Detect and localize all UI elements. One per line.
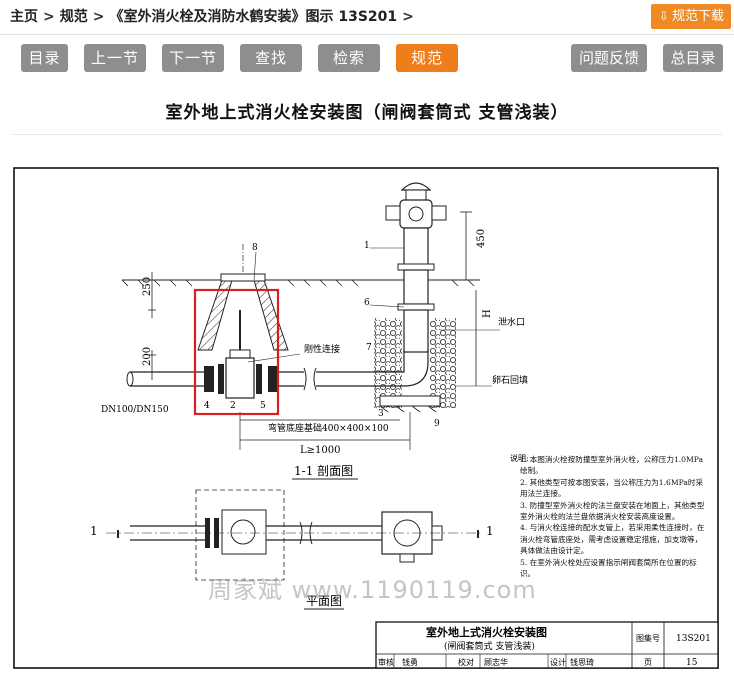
breadcrumb-book[interactable]: 《室外消火栓及消防水鹤安装》图示 13S201 xyxy=(109,9,398,25)
label-gravel: 卵石回填 xyxy=(492,374,528,386)
checker-name: 顾志华 xyxy=(484,657,508,667)
main-catalog-button[interactable]: 总目录 xyxy=(663,44,723,72)
main-pipe xyxy=(126,367,384,391)
breadcrumb-separator: > xyxy=(402,9,414,25)
cut-mark-left: 1 xyxy=(90,524,98,538)
title-divider xyxy=(12,134,722,135)
page-label: 页 xyxy=(644,658,652,667)
label-4: 4 xyxy=(204,401,210,411)
breadcrumb: 主页>规范>《室外消火栓及消防水鹤安装》图示 13S201> xyxy=(10,0,419,34)
watermark: 周家斌 www.1190119.com xyxy=(208,576,537,604)
label-drain: 泄水口 xyxy=(498,316,525,328)
standard-button[interactable]: 规范 xyxy=(396,44,458,72)
atlas-label: 图集号 xyxy=(636,633,660,643)
cut-mark-right: 1 xyxy=(486,524,494,538)
dimension-lines: 250 200 450 H L≥1000 xyxy=(142,211,493,456)
find-button[interactable]: 查找 xyxy=(240,44,302,72)
nav-bar: 目录 上一节 下一节 查找 检索 规范 问题反馈 总目录 xyxy=(0,34,734,86)
check-label: 校对 xyxy=(458,657,474,667)
catalog-button[interactable]: 目录 xyxy=(21,44,68,72)
sheet-border xyxy=(13,167,719,669)
plan-view: 1 1 xyxy=(90,489,494,581)
download-label: 规范下载 xyxy=(671,9,724,24)
label-8: 8 xyxy=(252,243,258,253)
title-block-title: 室外地上式消火栓安装图 xyxy=(426,625,547,639)
design-label: 设计 xyxy=(550,657,566,667)
breadcrumb-separator: > xyxy=(43,9,55,25)
section-title: 1-1 剖面图 xyxy=(294,464,353,478)
dim-450: 450 xyxy=(476,229,487,248)
label-5: 5 xyxy=(260,401,266,411)
note-item: 4. 与消火栓连接的配水支管上，若采用柔性连接时，在消火栓弯管底座处，需考虑设置… xyxy=(520,523,705,556)
title-block-subtitle: (闸阀套筒式 支管浅装) xyxy=(444,640,535,652)
label-3: 3 xyxy=(378,409,384,419)
label-6: 6 xyxy=(364,298,370,308)
gravel-backfill xyxy=(374,318,456,413)
note-item: 2. 其他类型可按本图安装，当公称压力为1.6MPa时采用法兰连接。 xyxy=(520,477,704,499)
review-label: 审核 xyxy=(378,657,394,667)
label-7: 7 xyxy=(366,343,372,353)
atlas-number: 13S201 xyxy=(676,634,711,644)
breadcrumb-standard[interactable]: 规范 xyxy=(59,9,88,25)
breadcrumb-separator: > xyxy=(92,9,105,25)
breadcrumb-home[interactable]: 主页 xyxy=(10,9,38,25)
label-1: 1 xyxy=(364,241,370,251)
search-button[interactable]: 检索 xyxy=(318,44,380,72)
gate-valve xyxy=(204,310,278,399)
page-number: 15 xyxy=(686,658,698,668)
download-icon: ⇩ xyxy=(658,9,669,23)
label-9: 9 xyxy=(434,419,440,429)
notes-body: 1. 本图消火栓按防撞型室外消火栓，公称压力1.0MPa绘制。 2. 其他类型可… xyxy=(520,455,705,579)
title-block: 室外地上式消火栓安装图 (闸阀套筒式 支管浅装) 图集号 13S201 页 15… xyxy=(375,621,719,669)
prev-section-button[interactable]: 上一节 xyxy=(84,44,146,72)
download-button[interactable]: ⇩规范下载 xyxy=(650,4,731,29)
dim-200: 200 xyxy=(142,347,153,366)
dim-h: H xyxy=(482,309,493,318)
drawing-svg: 250 200 450 H L≥1000 8 1 6 7 刚性连接 泄水口 卵石… xyxy=(13,167,719,669)
note-item: 1. 本图消火栓按防撞型室外消火栓，公称压力1.0MPa绘制。 xyxy=(520,455,704,476)
hydrant xyxy=(385,182,447,353)
reviewer-name: 钱勇 xyxy=(402,657,418,667)
note-item: 5. 在室外消火栓处应设置指示闸阀套筒所在位置的标识。 xyxy=(520,557,697,579)
valve-box-cone xyxy=(197,244,289,351)
next-section-button[interactable]: 下一节 xyxy=(162,44,224,72)
part-labels: 8 1 6 7 刚性连接 泄水口 卵石回填 DN100/DN150 4 2 5 … xyxy=(101,241,528,434)
page-title: 室外地上式消火栓安装图（闸阀套筒式 支管浅装） xyxy=(165,103,569,123)
plan-title: 平面图 xyxy=(306,594,342,608)
designer-name: 钱思琦 xyxy=(570,657,594,667)
notes-title: 说明: xyxy=(510,453,529,463)
note-item: 3. 防撞型室外消火栓的法兰盘安装在地面上，其他类型室外消火栓的法兰盘依据消火栓… xyxy=(520,500,705,522)
drawing-sheet: 250 200 450 H L≥1000 8 1 6 7 刚性连接 泄水口 卵石… xyxy=(0,150,734,674)
label-base: 弯管底座基础400×400×100 xyxy=(268,422,389,434)
dim-l-total: L≥1000 xyxy=(300,445,340,456)
feedback-button[interactable]: 问题反馈 xyxy=(571,44,647,72)
label-2: 2 xyxy=(230,401,236,411)
top-bar: 主页>规范>《室外消火栓及消防水鹤安装》图示 13S201> ⇩规范下载 xyxy=(0,0,734,35)
highlight-box xyxy=(193,288,280,416)
label-rigid: 刚性连接 xyxy=(304,343,340,355)
notes: 说明: 1. 本图消火栓按防撞型室外消火栓，公称压力1.0MPa绘制。 2. 其… xyxy=(510,453,705,579)
dim-250: 250 xyxy=(142,277,153,296)
label-pipe-size: DN100/DN150 xyxy=(101,405,169,415)
